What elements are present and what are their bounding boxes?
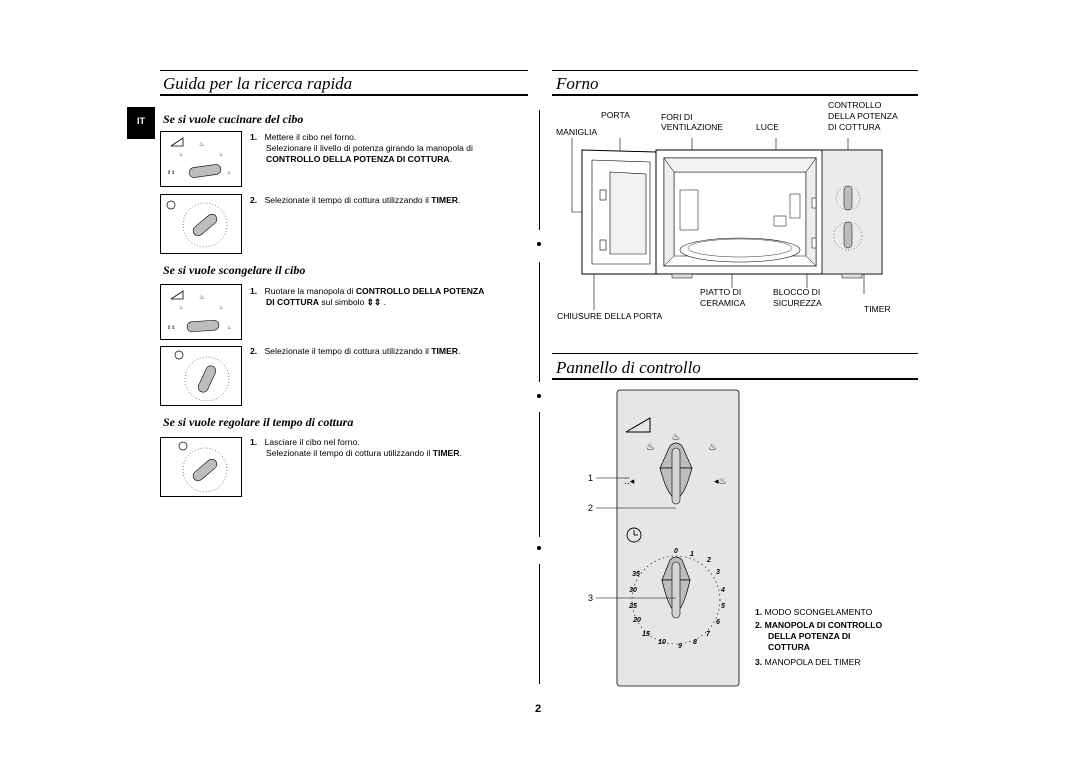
label-timer: TIMER xyxy=(864,304,891,314)
legend-item-2: 2. MANOPOLA DI CONTROLLO DELLA POTENZA D… xyxy=(755,620,883,652)
step-2: 2. Selezionate il tempo di cottura utili… xyxy=(250,195,461,205)
step-2: 2. Selezionate il tempo di cottura utili… xyxy=(250,346,461,356)
svg-text:2: 2 xyxy=(706,557,711,564)
section-heading: Se si vuole cucinare del cibo xyxy=(163,112,304,126)
svg-text:⁚⁚◂: ⁚⁚◂ xyxy=(624,476,635,486)
svg-text:10: 10 xyxy=(658,639,666,646)
section-heading: Se si vuole regolare il tempo di cottura xyxy=(163,415,354,429)
timer-knob-thumbnail xyxy=(160,194,242,254)
svg-text:6: 6 xyxy=(716,619,720,626)
timer-knob-thumbnail xyxy=(160,437,242,497)
label-chiusure: CHIUSURE DELLA PORTA xyxy=(557,311,663,321)
svg-text:♨: ♨ xyxy=(227,170,231,176)
oven-title-rule xyxy=(552,94,918,96)
svg-text:0: 0 xyxy=(674,548,678,555)
svg-text:5: 5 xyxy=(721,603,725,610)
column-divider xyxy=(539,412,540,537)
svg-text:30: 30 xyxy=(629,587,637,594)
svg-text:♨: ♨ xyxy=(708,442,717,453)
svg-text:35: 35 xyxy=(632,571,640,578)
defrost-icon: ♨ xyxy=(672,432,681,443)
svg-text:3: 3 xyxy=(588,593,593,603)
oven-diagram xyxy=(571,138,883,310)
column-divider xyxy=(539,262,540,382)
timer-knob-thumbnail xyxy=(160,346,242,406)
label-ventilazione: VENTILAZIONE xyxy=(661,122,724,132)
binding-dot xyxy=(537,242,541,246)
label-sicurezza: SICUREZZA xyxy=(773,298,822,308)
svg-text:♨: ♨ xyxy=(199,141,204,148)
binding-dot xyxy=(537,546,541,550)
label-maniglia: MANIGLIA xyxy=(556,127,598,137)
svg-text:1: 1 xyxy=(588,473,593,483)
svg-text:◂♨: ◂♨ xyxy=(714,476,727,486)
left-title: Guida per la ricerca rapida xyxy=(163,74,353,93)
svg-text:9: 9 xyxy=(678,643,682,650)
label-fori: FORI DI xyxy=(661,112,693,122)
column-divider xyxy=(539,564,540,684)
svg-text:♨: ♨ xyxy=(179,305,183,311)
svg-text:♨: ♨ xyxy=(219,152,223,158)
legend-item-3: 3. MANOPOLA DEL TIMER xyxy=(755,657,861,667)
svg-text:15: 15 xyxy=(642,631,650,638)
svg-text:3: 3 xyxy=(716,569,720,576)
step-1: 1. Ruotare la manopola di CONTROLLO DELL… xyxy=(250,286,485,307)
svg-text:♨: ♨ xyxy=(646,442,655,453)
page-number: 2 xyxy=(535,703,542,715)
label-luce: LUCE xyxy=(756,122,779,132)
legend-item-1: 1. MODO SCONGELAMENTO xyxy=(755,607,873,617)
label-controllo: CONTROLLO xyxy=(828,100,882,110)
panel-title: Pannello di controllo xyxy=(556,358,701,377)
label-piatto: PIATTO DI xyxy=(700,287,742,297)
label-di-cottura: DI COTTURA xyxy=(828,122,881,132)
panel-top-rule xyxy=(552,353,918,354)
binding-dot xyxy=(537,394,541,398)
column-divider xyxy=(539,110,540,230)
svg-text:8: 8 xyxy=(693,639,697,646)
svg-text:⇕⇕: ⇕⇕ xyxy=(167,170,175,176)
oven-top-rule xyxy=(552,70,918,71)
power-knob-thumbnail: ♨ ♨ ♨ ⇕⇕ ♨ xyxy=(160,284,242,340)
label-della-potenza: DELLA POTENZA xyxy=(828,111,898,121)
svg-text:7: 7 xyxy=(706,631,711,638)
step-1: 1. Lasciare il cibo nel forno. Seleziona… xyxy=(250,437,462,458)
left-top-rule xyxy=(160,70,528,71)
svg-text:1: 1 xyxy=(690,551,694,558)
svg-text:4: 4 xyxy=(720,587,725,594)
language-tab: IT xyxy=(127,107,155,139)
svg-text:25: 25 xyxy=(628,603,637,610)
svg-text:♨: ♨ xyxy=(672,432,681,443)
power-knob-thumbnail: ♨ ♨ ♨ ⇕⇕ ♨ xyxy=(160,131,242,187)
svg-text:20: 20 xyxy=(632,617,641,624)
svg-text:2: 2 xyxy=(588,503,593,513)
section-heading: Se si vuole scongelare il cibo xyxy=(163,263,306,277)
label-ceramica: CERAMICA xyxy=(700,298,746,308)
left-title-rule xyxy=(160,94,528,96)
svg-text:♨: ♨ xyxy=(199,294,204,301)
svg-text:♨: ♨ xyxy=(179,152,183,158)
label-blocco: BLOCCO DI xyxy=(773,287,821,297)
control-panel-diagram: ♨ ♨ ♨ ⁚⁚◂ ◂♨ 0 1 2 3 4 5 6 7 8 9 10 15 2… xyxy=(588,389,740,687)
svg-text:⇕⇕: ⇕⇕ xyxy=(167,325,175,331)
step-1: 1. Mettere il cibo nel forno. Selezionar… xyxy=(250,132,473,164)
svg-text:♨: ♨ xyxy=(219,305,223,311)
label-porta: PORTA xyxy=(601,110,630,120)
svg-text:♨: ♨ xyxy=(227,325,231,331)
panel-title-rule xyxy=(552,378,918,380)
oven-title: Forno xyxy=(556,74,599,93)
